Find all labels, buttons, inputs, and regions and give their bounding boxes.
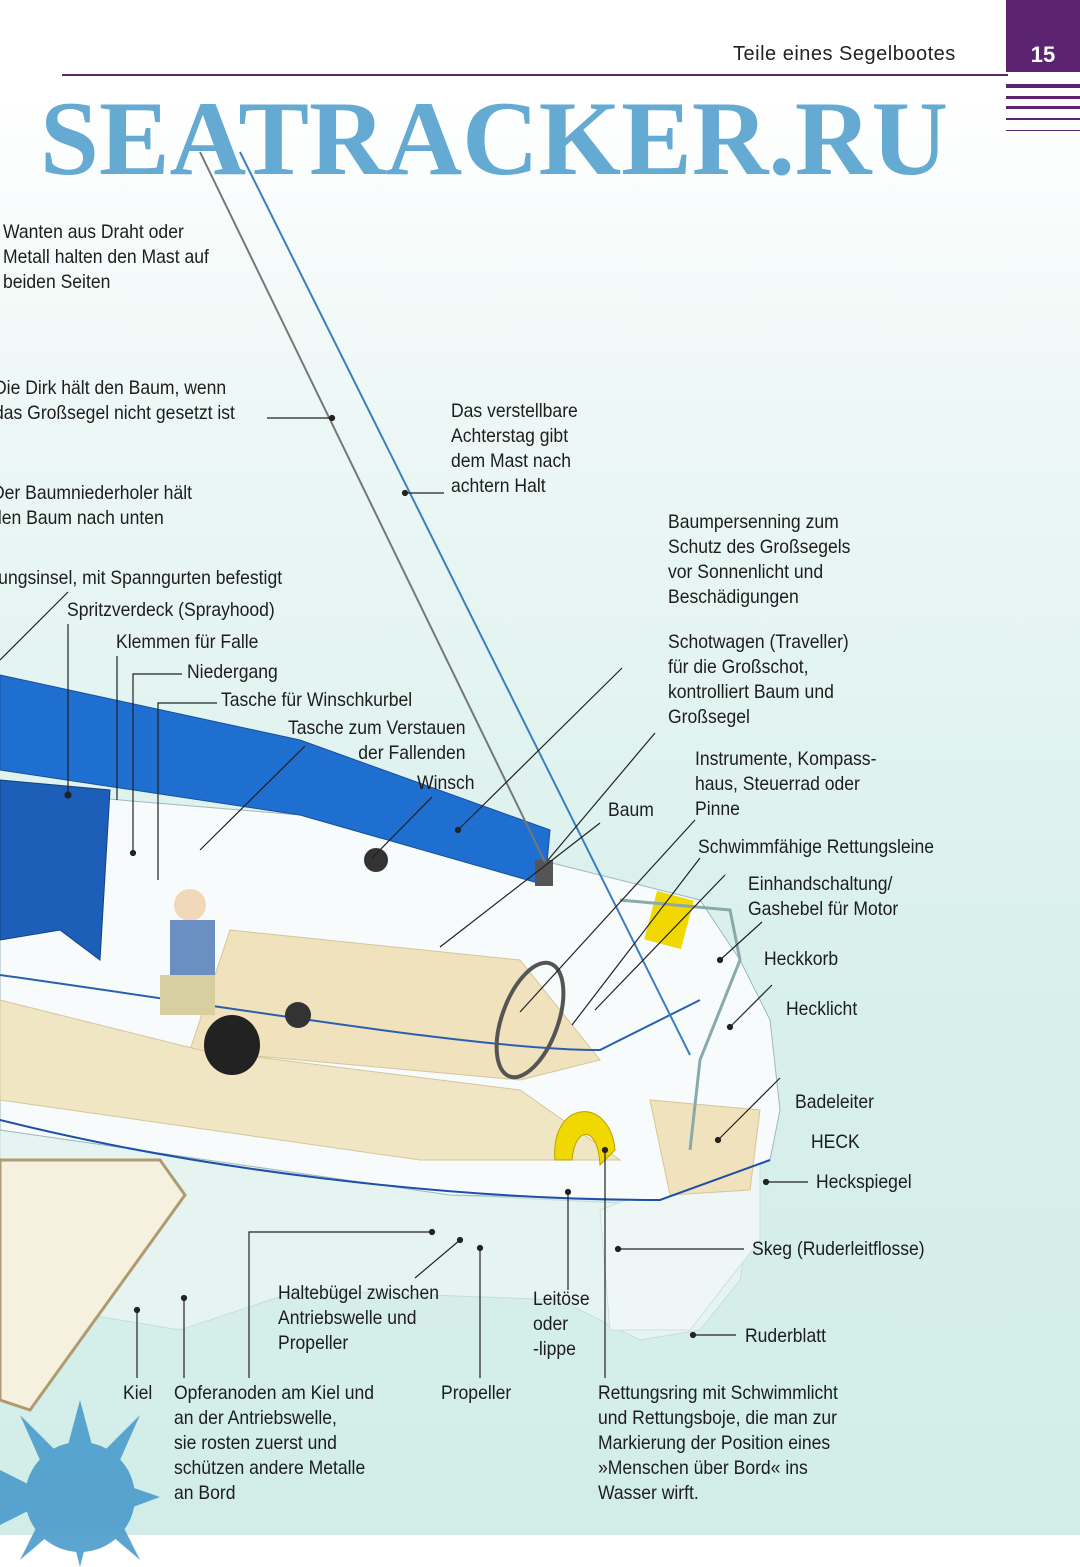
horseshoe-buoy [554, 1111, 616, 1167]
label-tasche-winschkurbel: Tasche für Winschkurbel [221, 689, 413, 711]
label-kiel: Kiel [123, 1382, 153, 1404]
label-haltebuegel: Haltebügel zwischen Antriebswelle und Pr… [278, 1282, 439, 1354]
running-header: Teile eines Segelbootes [733, 43, 956, 65]
label-spritzverdeck: Spritzverdeck (Sprayhood) [67, 599, 275, 621]
topping-lift [199, 151, 546, 863]
label-baum: Baum [608, 799, 654, 821]
stripe [1006, 130, 1080, 131]
stripe [1006, 106, 1080, 109]
watermark: SEATRACKER.RU [40, 80, 948, 197]
label-niedergang: Niedergang [187, 661, 278, 683]
label-baumpersenning: Baumpersenning zum Schutz des Großsegels… [668, 511, 851, 608]
stripe [1006, 96, 1080, 99]
label-hecklicht: Hecklicht [786, 998, 858, 1020]
label-opferanoden: Opferanoden am Kiel und an der Antriebsw… [174, 1382, 375, 1504]
label-rettungsleine: Schwimmfähige Rettungsleine [698, 836, 935, 858]
label-rettungsring: Rettungsring mit Schwimmlicht und Rettun… [598, 1382, 838, 1504]
pontoon [0, 1158, 187, 1412]
label-leitoese: Leitöse oder -lippe [533, 1288, 590, 1360]
label-instrumente: Instrumente, Kompass- haus, Steuerrad od… [695, 748, 877, 820]
header-rule [62, 74, 1008, 76]
label-winsch: Winsch [417, 772, 475, 794]
label-ruderblatt: Ruderblatt [745, 1325, 826, 1347]
label-badeleiter: Badeleiter [795, 1091, 875, 1113]
label-tasche-fallenden: Tasche zum Verstauen der Fallenden [288, 717, 466, 764]
label-heckspiegel: Heckspiegel [816, 1171, 912, 1193]
bag [204, 1015, 260, 1075]
sprayhood [0, 779, 111, 961]
label-einhandschaltung: Einhandschaltung/ Gashebel für Motor [748, 873, 899, 920]
label-dirk: Die Dirk hält den Baum, wenn das Großseg… [0, 377, 235, 424]
teak-deck-side [0, 999, 622, 1161]
label-skeg: Skeg (Ruderleitflosse) [752, 1238, 925, 1260]
person-shorts [160, 975, 215, 1015]
label-wanten: Wanten aus Draht oder Metall halten den … [3, 221, 209, 293]
label-baumniederholer: Der Baumniederholer hält den Baum nach u… [0, 482, 192, 529]
person-body [170, 920, 215, 980]
teak-transom [649, 1099, 761, 1196]
label-achterstag: Das verstellbare Achterstag gibt dem Mas… [451, 400, 578, 497]
label-rettungsinsel: Rettungsinsel, mit Spanngurten befestigt [0, 567, 283, 589]
rubrail [0, 1119, 771, 1202]
boom-end [535, 860, 553, 886]
winch [364, 848, 388, 872]
label-schotwagen: Schotwagen (Traveller) für die Großschot… [668, 631, 849, 728]
backstay [239, 151, 691, 1056]
label-propeller: Propeller [441, 1382, 512, 1404]
leader-lines [0, 414, 808, 1378]
lifeline [0, 974, 701, 1052]
page-number: 15 [1006, 0, 1080, 72]
winch [285, 1002, 311, 1028]
label-klemmen: Klemmen für Falle [116, 631, 259, 653]
stripe [1006, 118, 1080, 120]
steering-wheel [494, 960, 566, 1080]
watermark-sun-icon [0, 1400, 160, 1567]
pushpit [619, 898, 742, 1151]
label-heck: HECK [811, 1131, 860, 1153]
stripe [1006, 84, 1080, 88]
label-heckkorb: Heckkorb [764, 948, 839, 970]
person-head [174, 889, 206, 921]
